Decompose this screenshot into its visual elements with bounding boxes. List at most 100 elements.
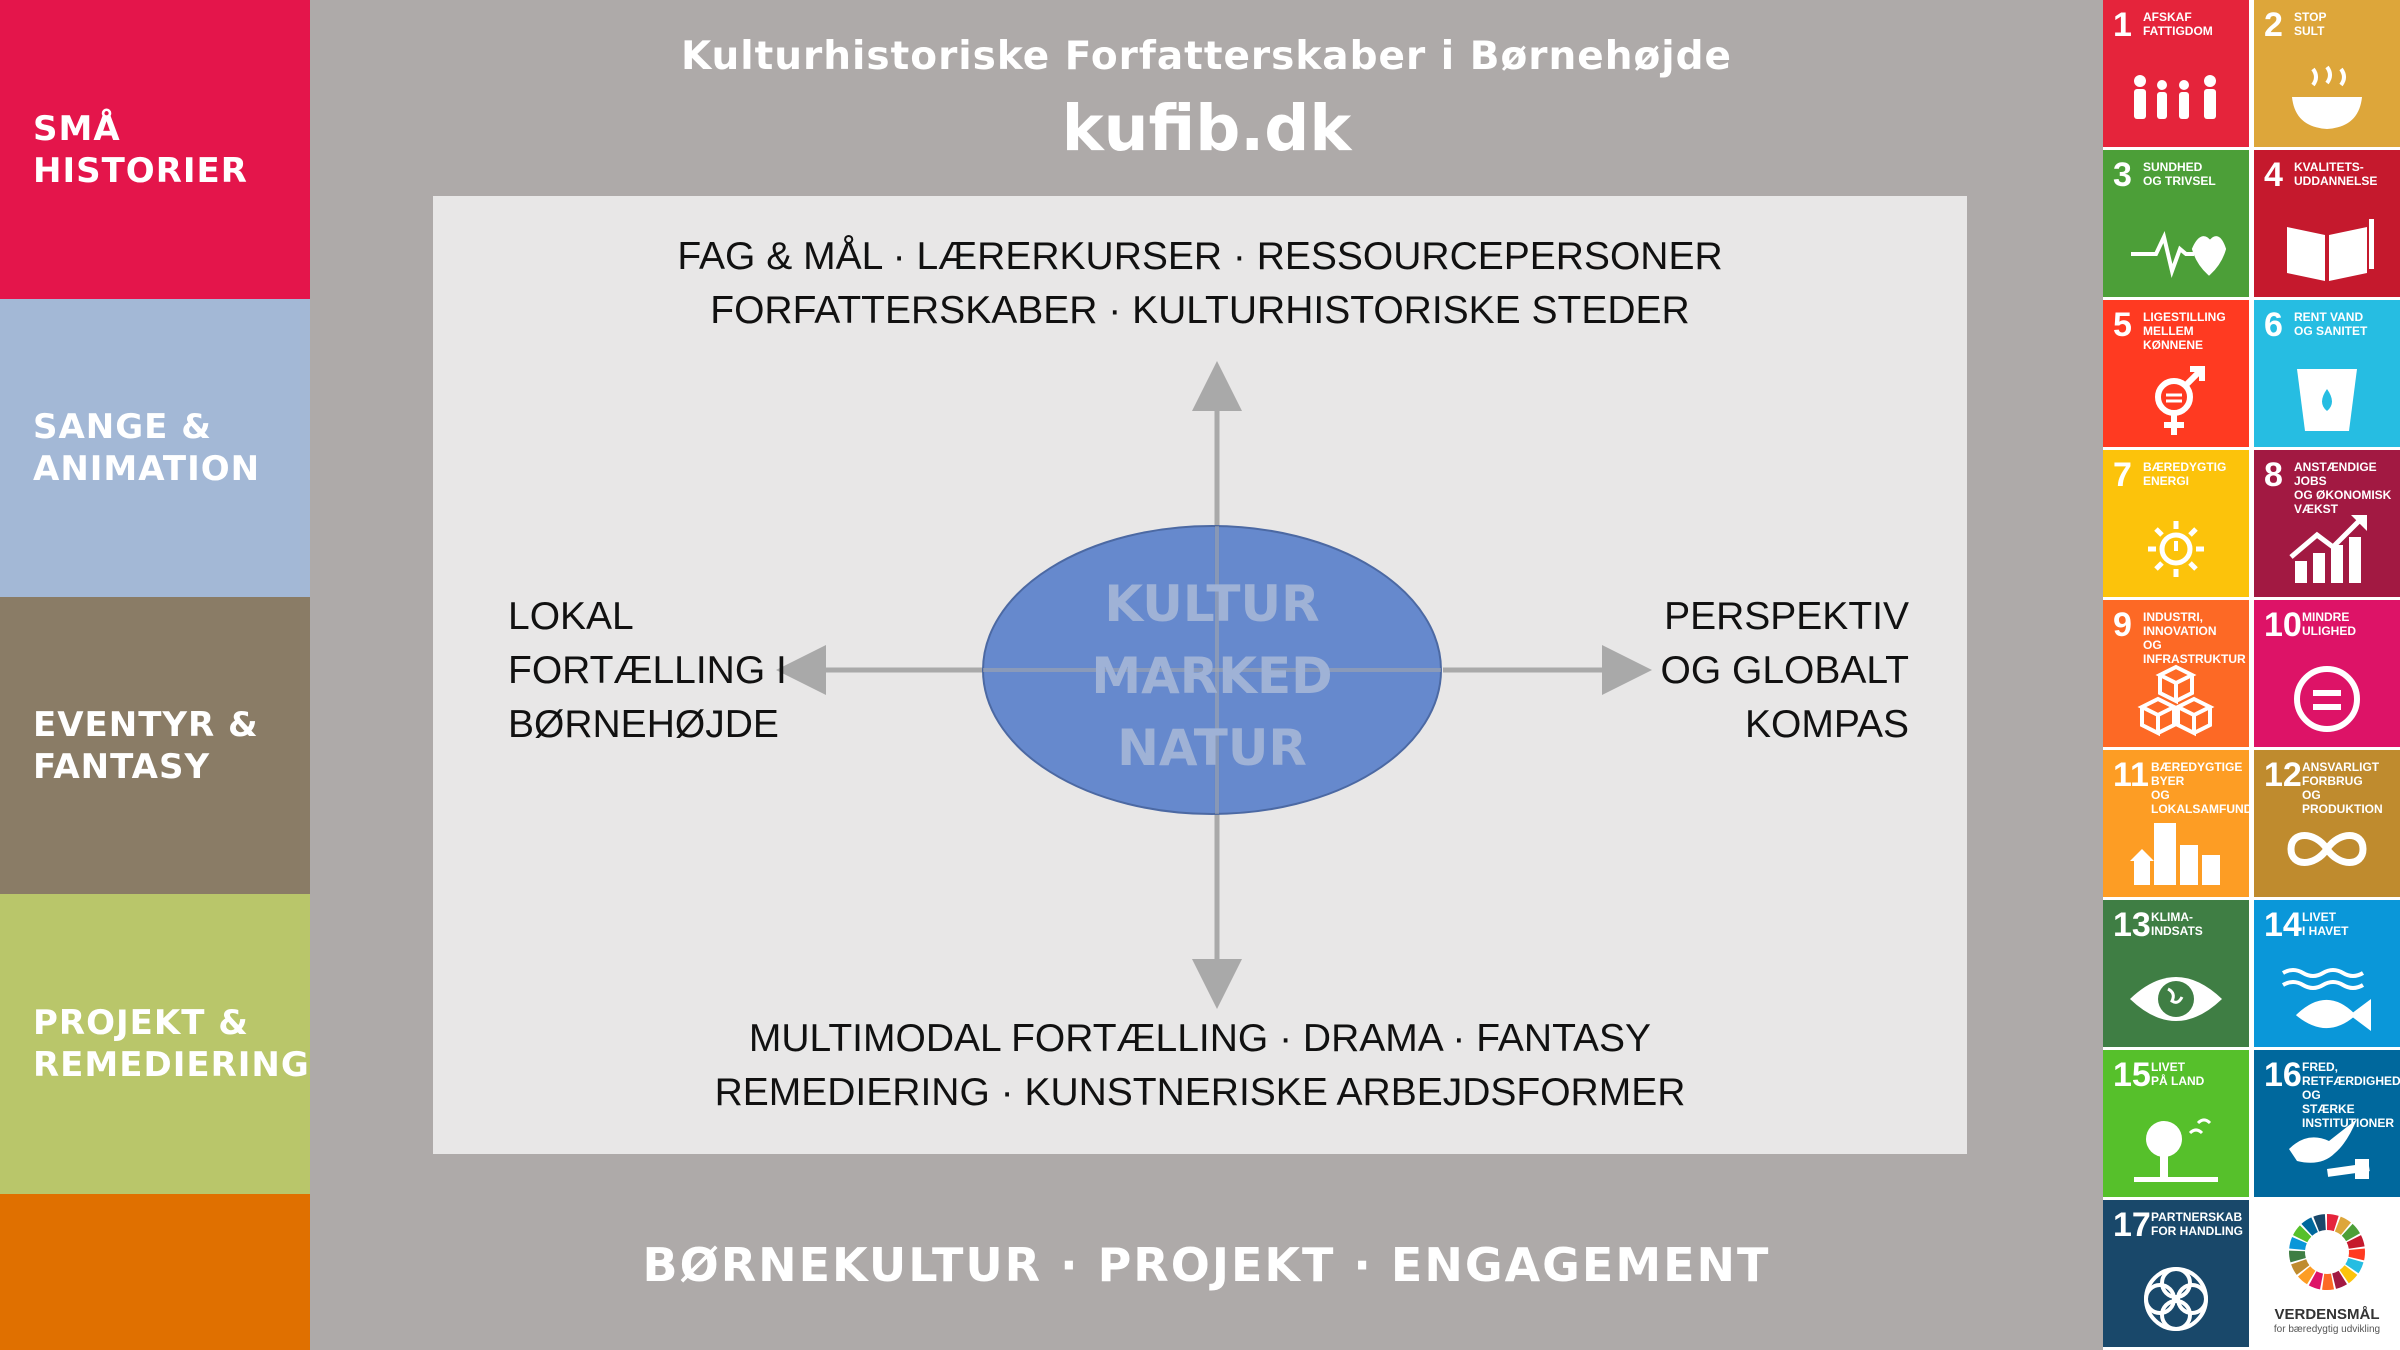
sdg-goal-number: 12 <box>2264 756 2302 794</box>
page-title: Kulturhistoriske Forfatterskaber i Børne… <box>680 34 1733 79</box>
sdg-wheel-segment <box>2327 1214 2339 1232</box>
sdg-goal-label: BÆREDYGTIG ENERGI <box>2143 460 2227 488</box>
top-axis-text: FAG & MÅL · LÆRERKURSER · RESSOURCEPERSO… <box>433 230 1967 338</box>
sdg-goal-label: STOP SULT <box>2294 10 2327 38</box>
center-line-1: KULTUR <box>1104 575 1320 633</box>
right-axis-line-2: OG GLOBALT <box>1660 649 1909 692</box>
sdg-wheel-segment <box>2291 1259 2310 1275</box>
sdg-goal-number: 1 <box>2113 6 2132 44</box>
axis-diagram <box>776 361 1652 1009</box>
sdg-goal-number: 2 <box>2264 6 2283 44</box>
left-axis-line-3: BØRNEHØJDE <box>508 703 779 746</box>
center-ellipse-text: KULTUR MARKED NATUR <box>1056 568 1368 784</box>
sdg-goal-1[interactable]: 1 AFSKAF FATTIGDOM <box>2103 0 2249 147</box>
left-axis-line-1: LOKAL <box>508 595 634 638</box>
sdg-goal-number: 17 <box>2113 1206 2151 1244</box>
sdg-goal-label: KLIMA- INDSATS <box>2151 910 2203 938</box>
city-icon <box>2126 809 2226 889</box>
sdg-goal-number: 13 <box>2113 906 2151 944</box>
water-glass-icon <box>2277 359 2377 439</box>
sdg-wheel-segment <box>2308 1271 2323 1290</box>
sdg-wheel-segment <box>2334 1216 2351 1235</box>
bowl-icon <box>2277 59 2377 139</box>
site-url[interactable]: kufib.dk <box>1061 92 1352 165</box>
right-axis-line-1: PERSPEKTIV <box>1664 595 1909 638</box>
gender-icon <box>2126 359 2226 439</box>
category-tile-fairytale-fantasy[interactable]: EVENTYR & FANTASY <box>0 597 310 894</box>
sdg-goal-label: PARTNERSKAB FOR HANDLING <box>2151 1210 2243 1238</box>
sdg-goal-label: ANSVARLIGT FORBRUG OG PRODUKTION <box>2302 760 2383 816</box>
sdg-goal-5[interactable]: 5 LIGESTILLING MELLEM KØNNENE <box>2103 300 2249 447</box>
left-axis-text: LOKAL FORTÆLLING I BØRNEHØJDE <box>508 590 787 752</box>
left-axis-line-2: FORTÆLLING I <box>508 649 787 692</box>
sdg-goal-label: LIVET I HAVET <box>2302 910 2349 938</box>
dove-icon <box>2277 1109 2377 1189</box>
category-sidebar: SMÅ HISTORIER SANGE & ANIMATION EVENTYR … <box>0 0 310 1350</box>
sdg-goal-number: 11 <box>2113 756 2149 794</box>
book-icon <box>2277 209 2377 289</box>
sdg-goals-grid: 1 AFSKAF FATTIGDOM 2 STOP SULT 3 SUNDHED OG T… <box>2103 0 2400 1350</box>
category-tile-small-stories[interactable]: SMÅ HISTORIER <box>0 0 310 299</box>
sdg-wheel-segment <box>2341 1223 2360 1242</box>
top-axis-line-2: FORFATTERSKABER · KULTURHISTORISKE STEDE… <box>710 289 1690 332</box>
top-axis-line-1: FAG & MÅL · LÆRERKURSER · RESSOURCEPERSO… <box>677 235 1723 278</box>
sdg-wheel-segment <box>2293 1225 2312 1243</box>
sdg-wheel-segment <box>2322 1273 2334 1291</box>
rings-icon <box>2126 1259 2226 1339</box>
sdg-goal-label: FRED, RETFÆRDIGHED OG STÆRKE INSTITUTION… <box>2302 1060 2400 1130</box>
sdg-goal-number: 3 <box>2113 156 2132 194</box>
sdg-goal-label: MINDRE ULIGHED <box>2302 610 2356 638</box>
sdg-wheel-segment <box>2346 1235 2365 1249</box>
sdg-goal-number: 6 <box>2264 306 2283 344</box>
sdg-wheel-segment <box>2313 1214 2326 1232</box>
sdg-wheel-segment <box>2332 1270 2347 1289</box>
sdg-wheel-segment <box>2348 1248 2365 1261</box>
sdg-goal-label: LIGESTILLING MELLEM KØNNENE <box>2143 310 2226 352</box>
heartbeat-icon <box>2126 209 2226 289</box>
category-tile-project-remediation[interactable]: PROJEKT & REMEDIERING <box>0 894 310 1194</box>
equal-icon <box>2277 659 2377 739</box>
sdg-goal-label: RENT VAND OG SANITET <box>2294 310 2368 338</box>
fish-icon <box>2277 959 2377 1039</box>
sdg-goal-number: 8 <box>2264 456 2283 494</box>
sdg-logo-label: VERDENSMÅL <box>2274 1306 2380 1323</box>
infinity-icon <box>2277 809 2377 889</box>
sdg-goal-9[interactable]: 9 INDUSTRI, INNOVATION OG INFRASTRUKTUR <box>2103 600 2249 747</box>
bottom-axis-text: MULTIMODAL FORTÆLLING · DRAMA · FANTASY … <box>433 1012 1967 1120</box>
sdg-goal-3[interactable]: 3 SUNDHED OG TRIVSEL <box>2103 150 2249 297</box>
right-axis-text: PERSPEKTIV OG GLOBALT KOMPAS <box>1660 590 1909 752</box>
right-axis-line-3: KOMPAS <box>1745 703 1909 746</box>
growth-chart-icon <box>2277 509 2377 589</box>
sdg-goal-label: SUNDHED OG TRIVSEL <box>2143 160 2216 188</box>
sdg-goal-label: ANSTÆNDIGE JOBS OG ØKONOMISK VÆKST <box>2294 460 2392 516</box>
sdg-goal-2[interactable]: 2 STOP SULT <box>2254 0 2400 147</box>
category-tile-orange[interactable] <box>0 1194 310 1350</box>
sdg-wheel-segment <box>2301 1217 2318 1236</box>
sdg-goal-number: 9 <box>2113 606 2132 644</box>
sdg-goal-label: LIVET PÅ LAND <box>2151 1060 2205 1088</box>
sdg-wheel-segment <box>2289 1237 2307 1250</box>
sdg-goal-8[interactable]: 8 ANSTÆNDIGE JOBS OG ØKONOMISK VÆKST <box>2254 450 2400 597</box>
sdg-goal-number: 15 <box>2113 1056 2151 1094</box>
bottom-axis-line-1: MULTIMODAL FORTÆLLING · DRAMA · FANTASY <box>748 1017 1652 1060</box>
sdg-goal-6[interactable]: 6 RENT VAND OG SANITET <box>2254 300 2400 447</box>
sdg-goal-label: INDUSTRI, INNOVATION OG INFRASTRUKTUR <box>2143 610 2246 666</box>
sdg-goal-label: AFSKAF FATTIGDOM <box>2143 10 2213 38</box>
category-tile-songs-animation[interactable]: SANGE & ANIMATION <box>0 299 310 597</box>
sdg-wheel-segment <box>2298 1266 2316 1285</box>
center-line-3: NATUR <box>1117 719 1307 777</box>
sdg-goal-number: 5 <box>2113 306 2132 344</box>
sdg-wheel-segment <box>2339 1265 2358 1284</box>
sdg-goal-number: 16 <box>2264 1056 2302 1094</box>
